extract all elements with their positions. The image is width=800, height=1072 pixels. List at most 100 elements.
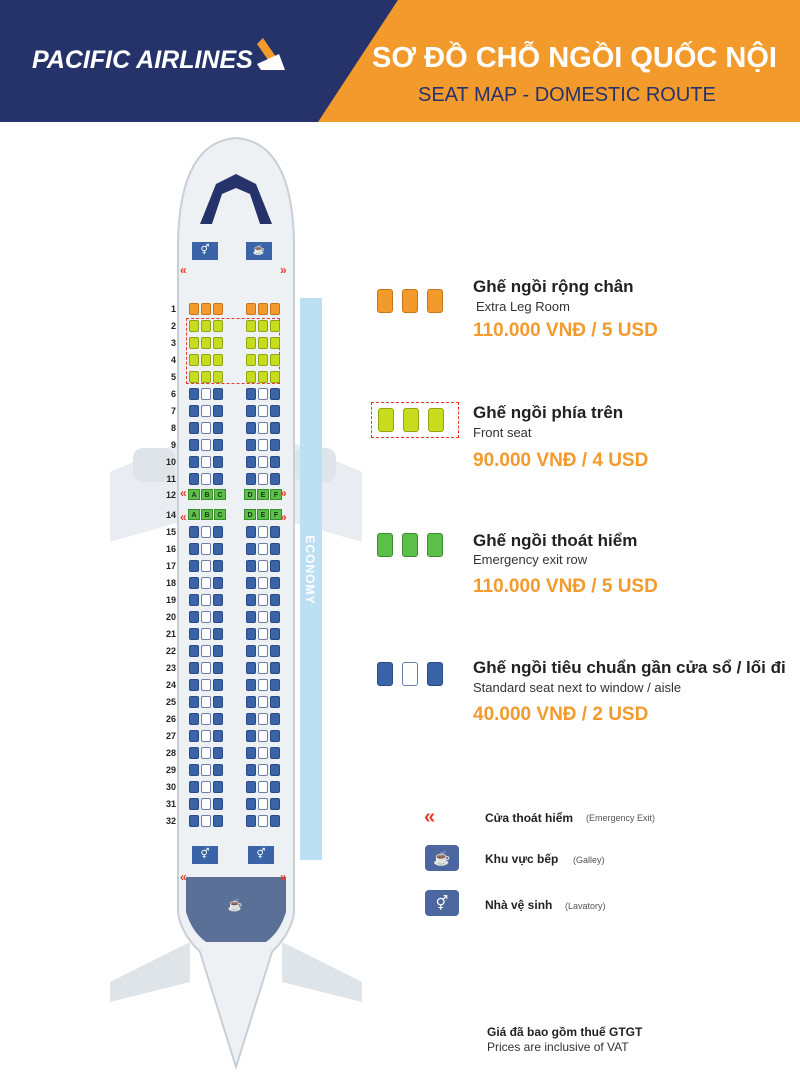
- seat-standard[interactable]: [213, 421, 223, 434]
- seat-standard[interactable]: [189, 526, 199, 539]
- seat-standard[interactable]: [258, 814, 268, 827]
- seat-standard[interactable]: [270, 526, 280, 539]
- seat-standard[interactable]: [201, 577, 211, 590]
- seat-standard[interactable]: [246, 628, 256, 641]
- seat-front[interactable]: [270, 353, 280, 366]
- seat-standard[interactable]: [189, 729, 199, 742]
- seat-front[interactable]: [201, 319, 211, 332]
- seat-standard[interactable]: [246, 594, 256, 607]
- seat-standard[interactable]: [201, 628, 211, 641]
- seat-standard[interactable]: [258, 746, 268, 759]
- seat-standard[interactable]: [189, 577, 199, 590]
- seat-front[interactable]: [201, 336, 211, 349]
- seat-extra-leg[interactable]: [258, 303, 268, 315]
- seat-standard[interactable]: [246, 611, 256, 624]
- seat-standard[interactable]: [213, 814, 223, 827]
- seat-standard[interactable]: [189, 438, 199, 451]
- seat-standard[interactable]: [258, 695, 268, 708]
- seat-standard[interactable]: [213, 729, 223, 742]
- seat-standard[interactable]: [258, 560, 268, 573]
- seat-standard[interactable]: [201, 594, 211, 607]
- seat-standard[interactable]: [258, 628, 268, 641]
- seat-standard[interactable]: [213, 594, 223, 607]
- seat-extra-leg[interactable]: [246, 303, 256, 315]
- seat-standard[interactable]: [246, 438, 256, 451]
- seat-standard[interactable]: [258, 763, 268, 776]
- seat-exit-row[interactable]: D: [244, 509, 256, 521]
- seat-standard[interactable]: [189, 594, 199, 607]
- seat-front[interactable]: [189, 353, 199, 366]
- seat-standard[interactable]: [270, 678, 280, 691]
- seat-standard[interactable]: [213, 645, 223, 657]
- seat-standard[interactable]: [270, 472, 280, 485]
- seat-standard[interactable]: [270, 797, 280, 810]
- seat-standard[interactable]: [189, 560, 199, 573]
- seat-standard[interactable]: [270, 455, 280, 468]
- seat-standard[interactable]: [213, 746, 223, 759]
- seat-standard[interactable]: [213, 472, 223, 485]
- seat-standard[interactable]: [189, 387, 199, 400]
- seat-standard[interactable]: [201, 543, 211, 556]
- seat-standard[interactable]: [213, 455, 223, 468]
- seat-standard[interactable]: [189, 645, 199, 657]
- seat-standard[interactable]: [246, 645, 256, 657]
- seat-standard[interactable]: [201, 763, 211, 776]
- seat-standard[interactable]: [246, 455, 256, 468]
- seat-standard[interactable]: [246, 814, 256, 827]
- seat-exit-row[interactable]: E: [257, 509, 269, 521]
- seat-standard[interactable]: [270, 611, 280, 624]
- seat-exit-row[interactable]: C: [214, 489, 226, 501]
- seat-standard[interactable]: [189, 543, 199, 556]
- seat-standard[interactable]: [213, 780, 223, 793]
- seat-standard[interactable]: [189, 628, 199, 641]
- seat-standard[interactable]: [246, 780, 256, 793]
- seat-standard[interactable]: [270, 560, 280, 573]
- seat-standard[interactable]: [258, 645, 268, 657]
- seat-front[interactable]: [270, 319, 280, 332]
- seat-standard[interactable]: [258, 472, 268, 485]
- seat-standard[interactable]: [246, 695, 256, 708]
- seat-standard[interactable]: [246, 729, 256, 742]
- seat-standard[interactable]: [201, 729, 211, 742]
- seat-front[interactable]: [246, 336, 256, 349]
- seat-front[interactable]: [213, 370, 223, 383]
- seat-standard[interactable]: [189, 611, 199, 624]
- seat-standard[interactable]: [201, 712, 211, 725]
- seat-front[interactable]: [201, 370, 211, 383]
- seat-standard[interactable]: [246, 421, 256, 434]
- seat-standard[interactable]: [213, 404, 223, 417]
- seat-standard[interactable]: [213, 577, 223, 590]
- seat-standard[interactable]: [201, 746, 211, 759]
- seat-standard[interactable]: [201, 455, 211, 468]
- seat-exit-row[interactable]: B: [201, 489, 213, 501]
- seat-standard[interactable]: [258, 678, 268, 691]
- seat-standard[interactable]: [246, 661, 256, 674]
- seat-standard[interactable]: [258, 455, 268, 468]
- seat-standard[interactable]: [270, 404, 280, 417]
- seat-standard[interactable]: [270, 628, 280, 641]
- seat-exit-row[interactable]: A: [188, 509, 200, 521]
- seat-standard[interactable]: [201, 780, 211, 793]
- seat-standard[interactable]: [201, 421, 211, 434]
- seat-standard[interactable]: [270, 645, 280, 657]
- seat-standard[interactable]: [213, 526, 223, 539]
- seat-front[interactable]: [258, 336, 268, 349]
- seat-standard[interactable]: [213, 543, 223, 556]
- seat-standard[interactable]: [201, 404, 211, 417]
- seat-standard[interactable]: [201, 814, 211, 827]
- seat-extra-leg[interactable]: [270, 303, 280, 315]
- seat-standard[interactable]: [213, 712, 223, 725]
- seat-standard[interactable]: [246, 577, 256, 590]
- seat-standard[interactable]: [201, 387, 211, 400]
- seat-standard[interactable]: [213, 661, 223, 674]
- seat-exit-row[interactable]: C: [214, 509, 226, 521]
- seat-standard[interactable]: [189, 695, 199, 708]
- seat-extra-leg[interactable]: [213, 303, 223, 315]
- seat-standard[interactable]: [189, 797, 199, 810]
- seat-standard[interactable]: [258, 404, 268, 417]
- seat-standard[interactable]: [270, 543, 280, 556]
- seat-standard[interactable]: [201, 438, 211, 451]
- seat-front[interactable]: [201, 353, 211, 366]
- seat-standard[interactable]: [246, 763, 256, 776]
- seat-front[interactable]: [189, 370, 199, 383]
